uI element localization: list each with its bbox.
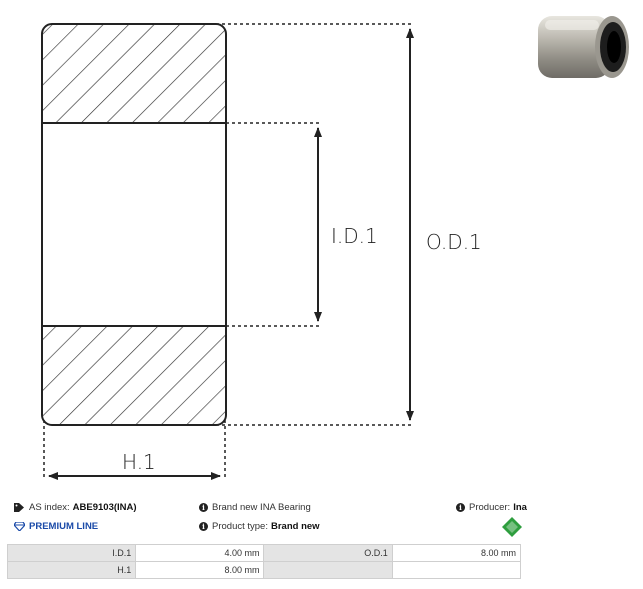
od-label: O.D.1 (426, 230, 482, 254)
product-type-info: i Product type: Brand new (199, 521, 320, 532)
spec-value (391, 561, 522, 579)
as-index-label: AS index: (29, 502, 70, 513)
spec-label: H.1 (6, 561, 137, 579)
table-row: I.D.1 4.00 mm O.D.1 8.00 mm (6, 544, 522, 562)
bearing-cross-section-diagram: I.D.1 O.D.1 H.1 (41, 23, 482, 480)
brand-logo-icon (502, 517, 522, 537)
bearing-photo-icon (538, 16, 629, 78)
specs-table: I.D.1 4.00 mm O.D.1 8.00 mm H.1 8.00 mm (6, 544, 522, 579)
condition-text: Brand new INA Bearing (212, 502, 311, 513)
info-icon: i (456, 503, 465, 512)
premium-line-text: PREMIUM LINE (29, 521, 99, 532)
spec-label (263, 561, 393, 579)
product-type-value: Brand new (270, 521, 320, 532)
producer-label: Producer: (469, 502, 511, 513)
diamond-icon (14, 522, 25, 531)
producer-info: i Producer: Ina (456, 502, 527, 513)
bearing-outline (41, 23, 227, 426)
as-index-value: ABE9103(INA) (72, 502, 137, 513)
spec-value: 8.00 mm (135, 561, 265, 579)
info-icon: i (199, 503, 208, 512)
product-type-label: Product type: (212, 521, 268, 532)
as-index-info: AS index: ABE9103(INA) (14, 502, 137, 513)
spec-label: I.D.1 (6, 544, 137, 562)
spec-value: 4.00 mm (135, 544, 265, 562)
producer-value: Ina (513, 502, 527, 513)
id-label: I.D.1 (331, 224, 378, 248)
condition-info: i Brand new INA Bearing (199, 502, 311, 513)
outer-ring-bottom-section (42, 326, 226, 425)
spec-label: O.D.1 (263, 544, 393, 562)
premium-line-badge: PREMIUM LINE (14, 521, 98, 532)
outer-ring-top-section (42, 24, 226, 123)
tag-icon (14, 503, 24, 512)
spec-value: 8.00 mm (391, 544, 522, 562)
table-row: H.1 8.00 mm (6, 561, 522, 579)
info-icon: i (199, 522, 208, 531)
h-label: H.1 (122, 450, 156, 474)
